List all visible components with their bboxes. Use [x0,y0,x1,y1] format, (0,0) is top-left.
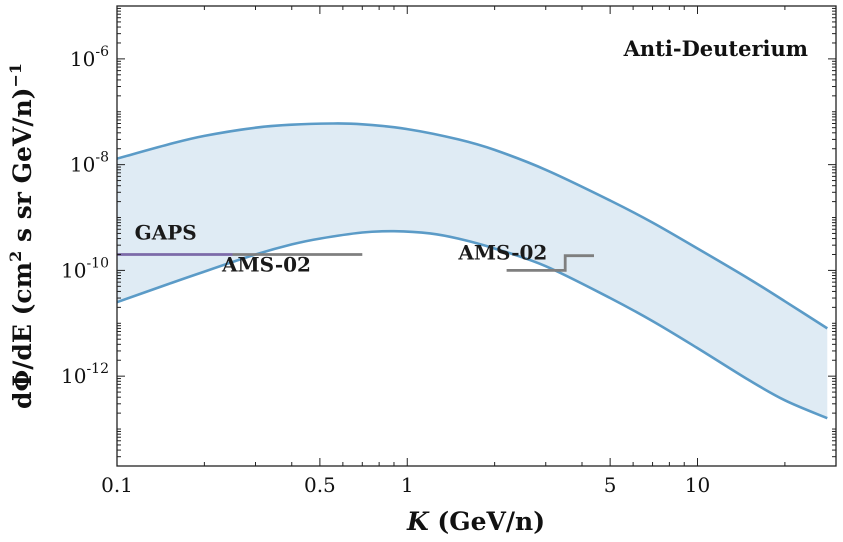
y-tick-exp: -8 [95,150,109,166]
x-axis-label: K (GeV/n) [406,507,545,536]
y-axis-label-sup2: 2 [6,251,25,262]
y-tick-base: 10 [61,364,86,388]
x-axis-label-var: K [406,507,430,536]
plot-frame [116,5,837,467]
sensitivity-lines [117,253,594,272]
annotation-ams-02: AMS-02 [457,241,547,265]
y-tick-exp: -12 [86,361,109,377]
y-axis-label-main: dΦ/dE (cm [8,262,37,409]
y-axis-label-mid: s sr GeV/n) [8,88,37,251]
y-axis-label-supm1: −1 [6,63,25,88]
y-tick-exp: -10 [86,255,109,271]
x-axis-label-unit: (GeV/n) [429,507,545,536]
y-tick-label: 10-12 [61,361,109,388]
y-axis-label: dΦ/dE (cm2 s sr GeV/n)−1 [6,63,37,409]
x-tick-label: 0.1 [101,473,133,497]
chart-title: Anti-Deuterium [623,36,808,61]
x-tick-label: 1 [401,473,414,497]
y-tick-label: 10-10 [61,255,109,282]
y-tick-base: 10 [61,258,86,282]
x-tick-label: 0.5 [304,473,336,497]
sensitivity-line-ams-02-2 [506,254,594,272]
band-fill [117,123,828,419]
y-tick-label: 10-8 [70,150,109,177]
x-tick-label: 10 [685,473,710,497]
y-tick-base: 10 [70,153,95,177]
y-tick-base: 10 [70,47,95,71]
band-upper-curve [116,122,828,330]
y-tick-exp: -6 [95,44,109,60]
x-tick-label: 5 [604,473,617,497]
y-tick-label: 10-6 [70,44,109,71]
annotation-ams-02: AMS-02 [221,253,311,277]
annotation-gaps: GAPS [135,221,197,245]
